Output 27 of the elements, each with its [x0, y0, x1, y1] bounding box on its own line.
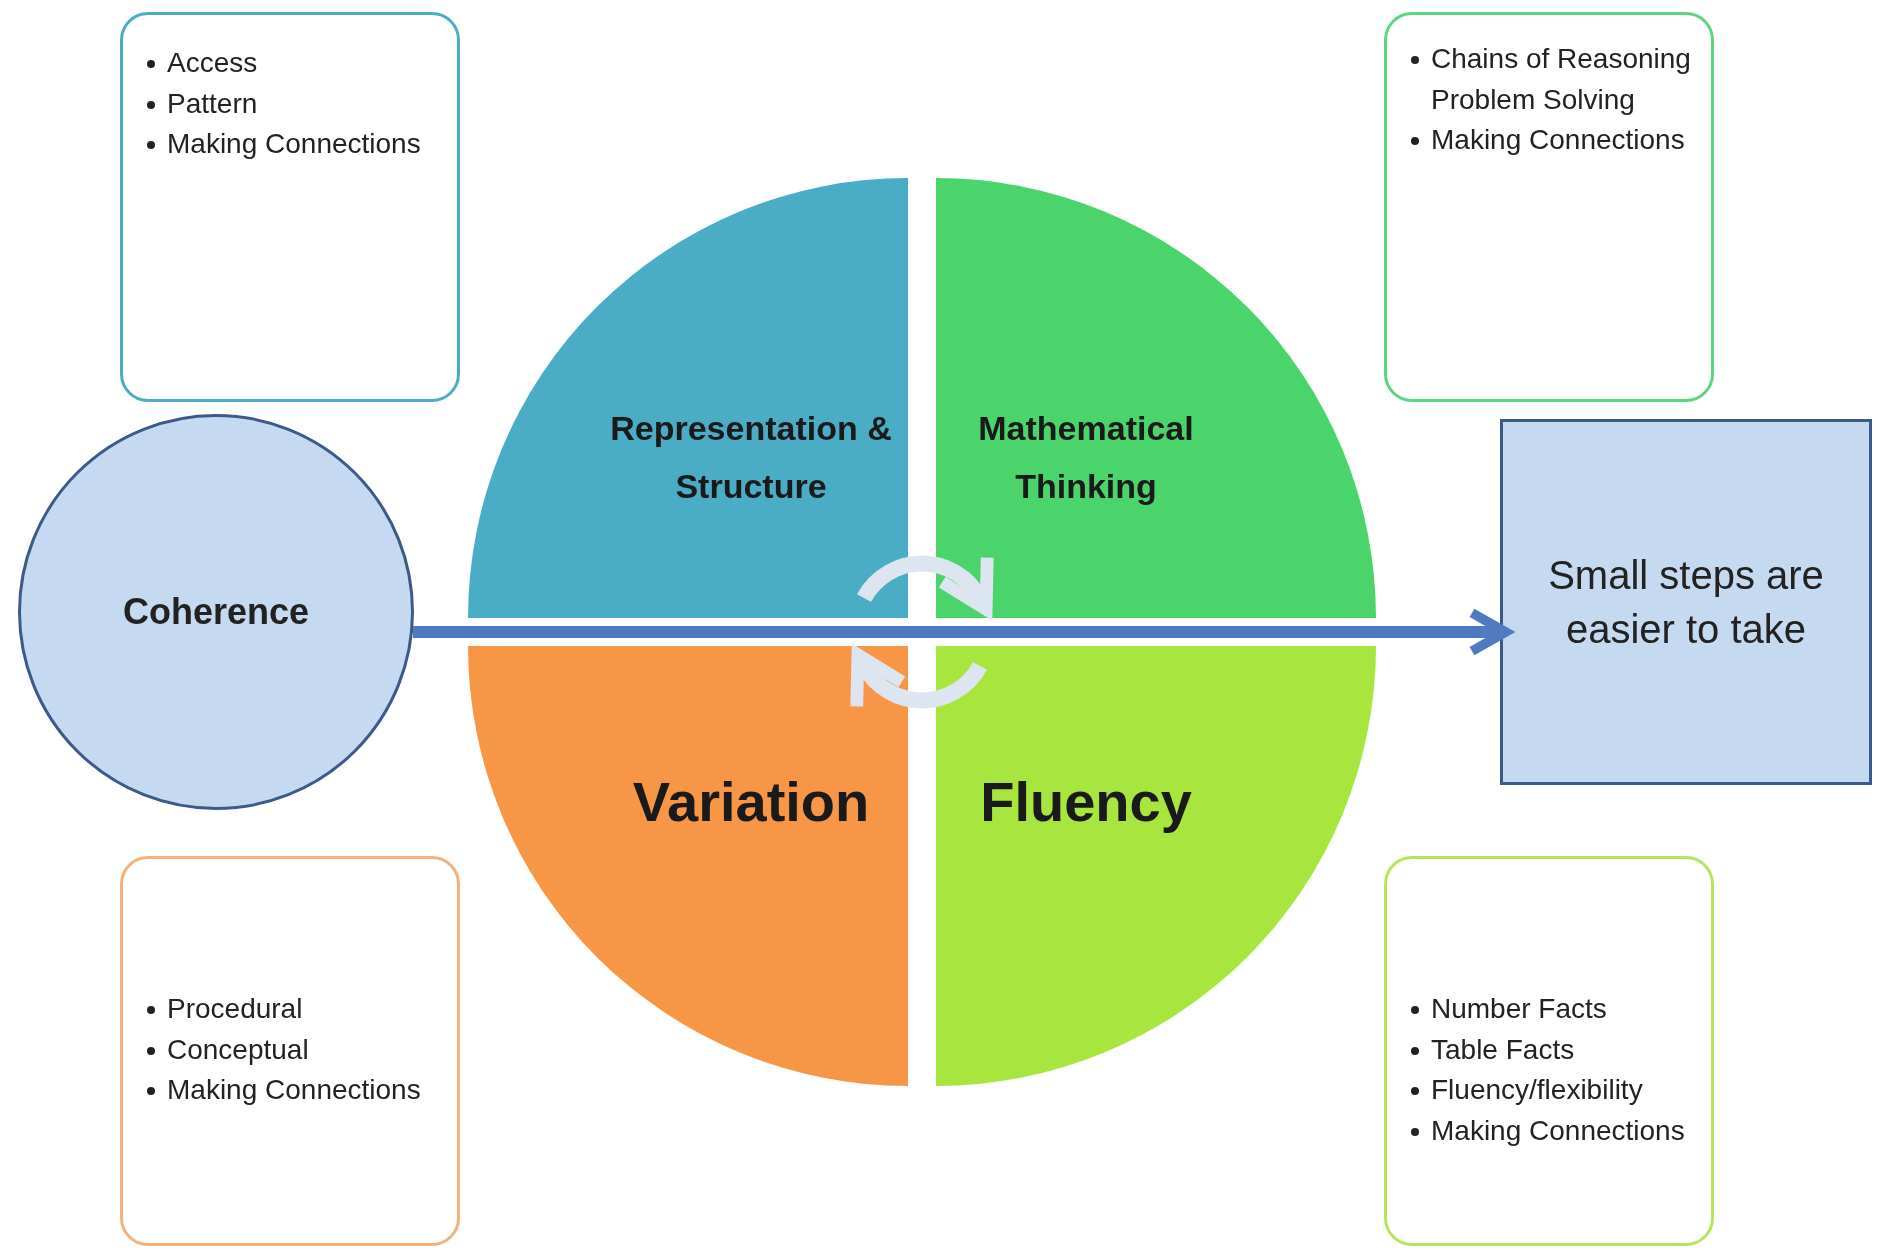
- text-box: [120, 12, 460, 402]
- bullet-text: Making Connections: [1431, 1113, 1685, 1148]
- quadrant-segment: [936, 646, 1376, 1086]
- bullet-text: Pattern: [167, 86, 258, 121]
- text-box: [1384, 856, 1714, 1246]
- bullet-text: Conceptual: [167, 1032, 309, 1067]
- bullet-text: Table Facts: [1431, 1032, 1575, 1067]
- bullet-text: Procedural: [167, 992, 303, 1026]
- callout-box: [1500, 419, 1872, 785]
- bullet-text: Number Facts: [1431, 992, 1607, 1026]
- text-box: [1384, 12, 1714, 402]
- bullet-text: Fluency/flexibility: [1431, 1073, 1643, 1108]
- text-box: [120, 856, 460, 1246]
- bullet-text: Chains of Reasoning Problem Solving: [1431, 42, 1692, 117]
- bullet-text: Making Connections: [167, 127, 421, 162]
- quadrant-title: Mathematical Thinking: [977, 408, 1195, 507]
- bullet-text: Making Connections: [1431, 123, 1685, 158]
- bullet-text: Access: [167, 46, 258, 80]
- quadrant-segment: [936, 178, 1376, 618]
- quadrant-segment: [468, 646, 908, 1086]
- bullet-text: Making Connections: [167, 1073, 421, 1108]
- quadrant-title: Variation: [631, 769, 871, 836]
- quadrant-title: Fluency: [979, 769, 1193, 836]
- quadrant-segment: [468, 178, 908, 618]
- circle-label: Coherence: [121, 589, 311, 634]
- callout-text: Small steps are easier to take: [1547, 552, 1825, 653]
- quadrant-title: Representation & Structure: [609, 408, 893, 507]
